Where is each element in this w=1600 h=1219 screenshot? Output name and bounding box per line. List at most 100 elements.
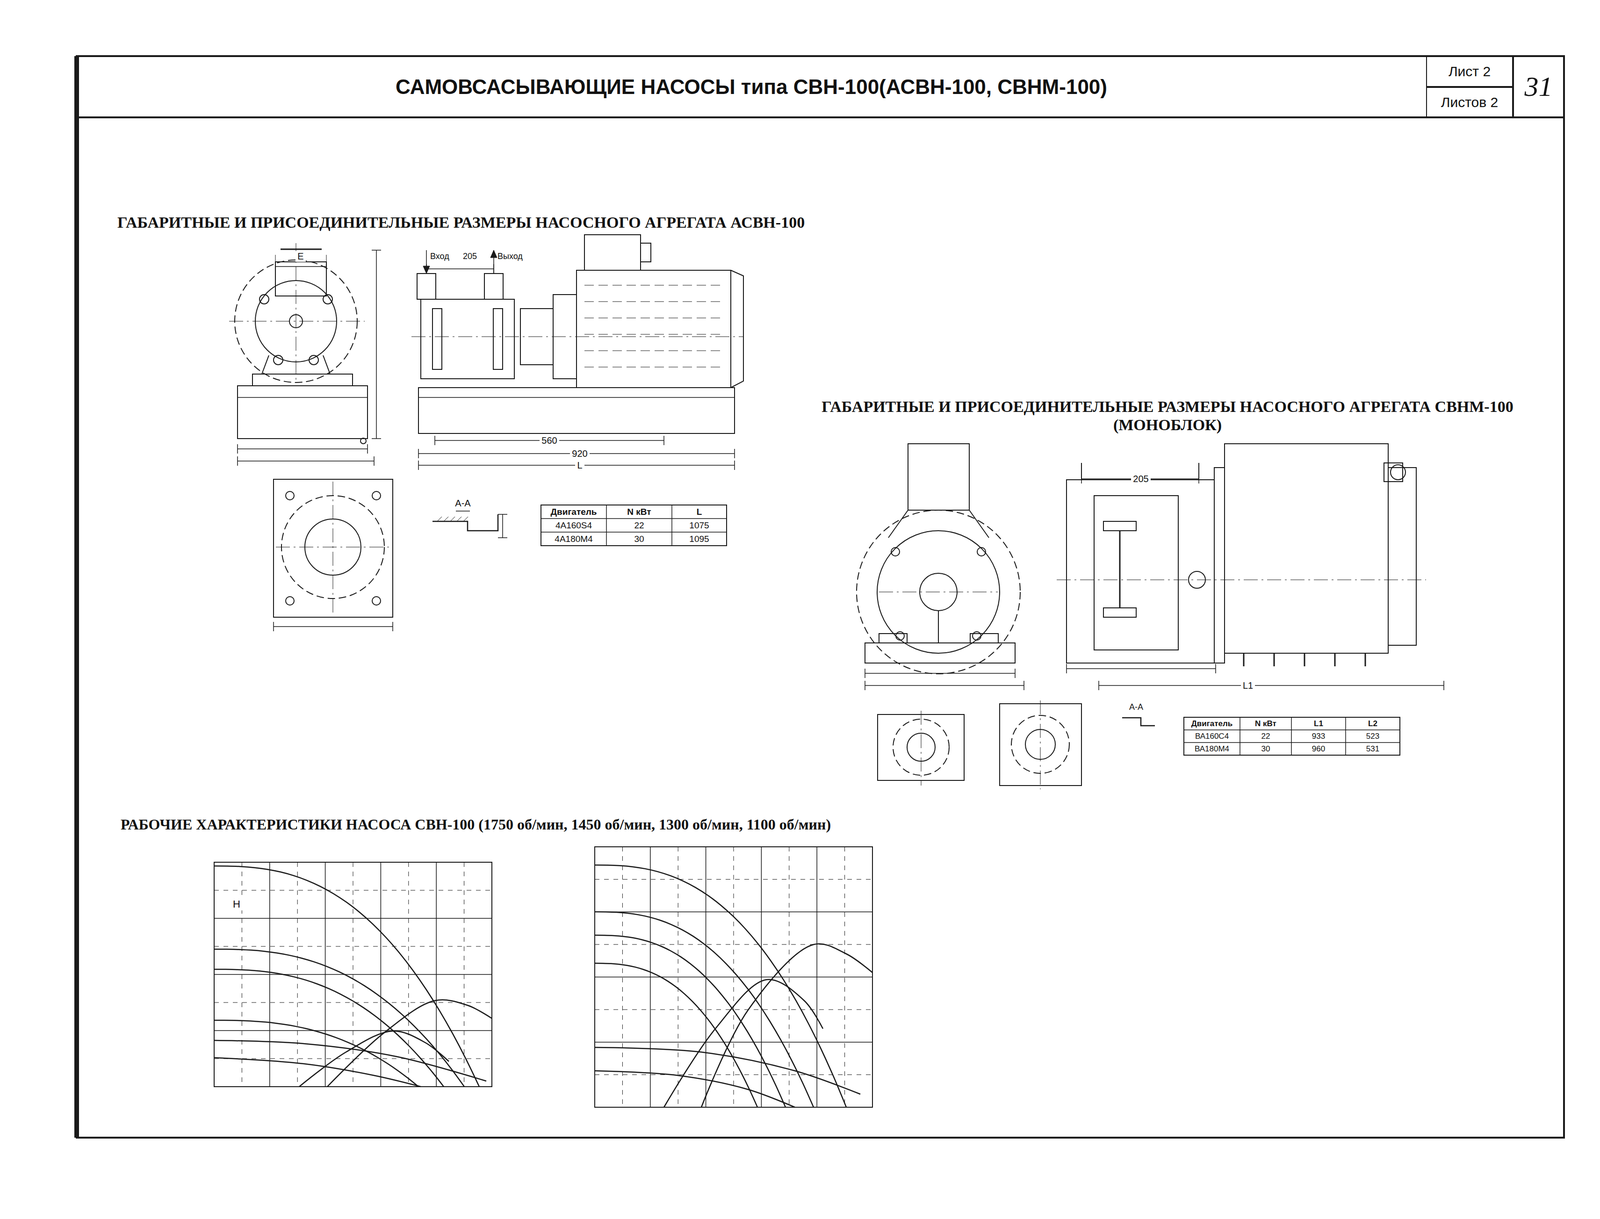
chart-grid: [594, 976, 873, 978]
bolt: [323, 294, 333, 304]
table-rule: [1239, 717, 1241, 756]
dimension-tick: [392, 621, 394, 632]
dimension-letter: E: [295, 251, 306, 262]
base-frame: [237, 385, 368, 439]
power-curve: [594, 1070, 795, 1108]
base-frame: [418, 387, 735, 434]
dimension-tick: [1098, 680, 1100, 691]
electric-motor: [1224, 443, 1389, 654]
dimension-letter: L1: [1240, 680, 1255, 692]
table-rule: [1183, 742, 1400, 743]
power-curve: [594, 1047, 861, 1095]
table-cell: L2: [1368, 719, 1378, 729]
table-cell: ВА160С4: [1195, 731, 1229, 742]
chart-grid: [594, 944, 873, 945]
sheet-frame: [76, 56, 1564, 1138]
dimension-line: [1066, 668, 1216, 670]
casing-arc: [856, 510, 1021, 674]
power-curve: [214, 1040, 487, 1082]
casing-edge: [888, 510, 909, 538]
flange-bolt-row: [493, 308, 503, 370]
dimension-tick: [418, 448, 419, 459]
section-heading: ГАБАРИТНЫЕ И ПРИСОЕДИНИТЕЛЬНЫЕ РАЗМЕРЫ Н…: [805, 397, 1530, 434]
section-label: А-А: [1129, 702, 1144, 713]
support-leg: [261, 355, 269, 375]
motor-foot: [1243, 653, 1245, 667]
hatch: [456, 516, 462, 522]
sheet-frame-edge: [74, 56, 80, 1138]
table-frame: [540, 504, 727, 546]
dimension-line: [237, 460, 375, 462]
bolt: [309, 355, 319, 365]
motor-foot: [1334, 653, 1336, 667]
dimension-tick: [237, 444, 238, 454]
hatch: [450, 516, 455, 522]
bolt: [259, 294, 269, 304]
flow-arrow: [425, 250, 427, 274]
chart-grid: [214, 946, 492, 947]
dimension-tick: [864, 668, 866, 678]
stamp-cell: Лист 2: [1426, 56, 1514, 87]
table-cell: 4А180М4: [554, 533, 593, 545]
dimension-line: [273, 626, 393, 628]
pump-body: [1094, 495, 1179, 650]
chart-grid: [594, 879, 873, 880]
chart-frame: [594, 846, 873, 1108]
discharge-nozzle: [484, 273, 504, 300]
dimension-tick: [734, 448, 736, 459]
dimension-tick: [1014, 668, 1016, 678]
dimension-tick: [273, 621, 274, 632]
arrowhead: [490, 250, 498, 258]
table-cell: L: [696, 506, 703, 518]
table-rule: [1290, 717, 1292, 756]
sheet-title: САМОВСАСЫВАЮЩИЕ НАСОСЫ типа СВН-100(АСВН…: [395, 75, 1108, 100]
table-cell: L1: [1313, 719, 1324, 729]
table-rule: [671, 504, 673, 546]
table-cell: 1075: [689, 520, 709, 531]
dimension-tick: [1198, 474, 1200, 484]
bolt-hole: [360, 438, 367, 444]
dimension-tick: [864, 680, 866, 691]
bolt-hole: [285, 491, 295, 500]
table-rule: [540, 518, 727, 519]
table-cell: Двигатель: [550, 506, 598, 518]
terminal-box: [1383, 462, 1403, 482]
table-cell: 4А160S4: [555, 520, 592, 531]
stamp-text: 31: [1524, 70, 1553, 103]
dimension-tick: [1066, 663, 1067, 674]
chart-grid: [214, 917, 492, 919]
efficiency-curve: [299, 1030, 449, 1087]
section-heading: РАБОЧИЕ ХАРАКТЕРИСТИКИ НАСОСА СВН-100 (1…: [120, 815, 831, 834]
table-cell: Двигатель: [1191, 719, 1233, 729]
dimension-tick: [1081, 474, 1082, 484]
cooling-fin: [584, 317, 723, 319]
motor-foot: [1273, 653, 1276, 667]
suction-nozzle: [417, 273, 436, 300]
table-cell: 30: [634, 533, 644, 545]
pump-body: [420, 299, 515, 379]
bolt: [977, 547, 986, 556]
dimension-value: 205: [462, 251, 477, 262]
chart-grid: [594, 1041, 873, 1043]
cooling-fin: [584, 367, 723, 368]
dimension-value: 560: [539, 435, 559, 447]
cooling-fin: [584, 285, 723, 286]
foot: [879, 633, 908, 643]
dimension-line: [502, 514, 504, 538]
table-rule: [605, 504, 607, 546]
support-rib: [937, 610, 939, 643]
dimension-line: [275, 266, 327, 267]
chart-frame: [214, 862, 492, 1087]
table-rule: [1345, 717, 1347, 756]
title-bar-line: [76, 116, 1564, 119]
dimension-tick: [734, 460, 736, 470]
motor-foot: [1304, 653, 1306, 667]
bolt-hole: [285, 596, 295, 606]
centerline: [332, 481, 334, 615]
chart-grid: [214, 890, 492, 891]
shaft-seal: [1188, 571, 1206, 589]
cooling-fin: [584, 350, 723, 352]
centerline: [1056, 579, 1427, 581]
